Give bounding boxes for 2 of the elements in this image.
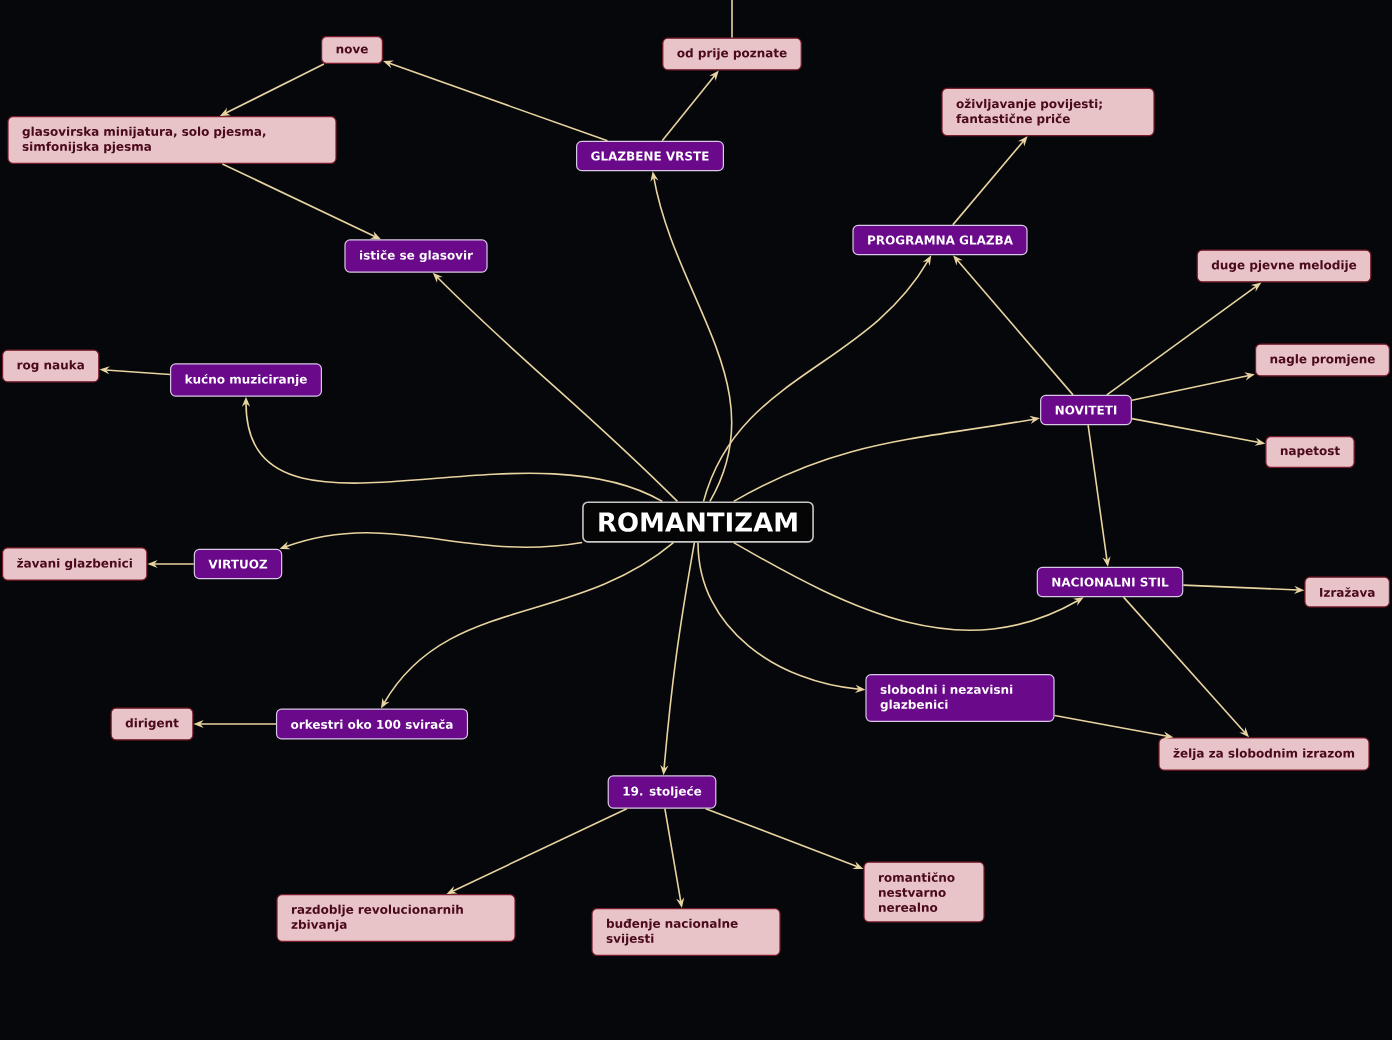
arrow: [953, 255, 1074, 396]
central-topic-box: ROMANTIZAM: [582, 501, 814, 543]
